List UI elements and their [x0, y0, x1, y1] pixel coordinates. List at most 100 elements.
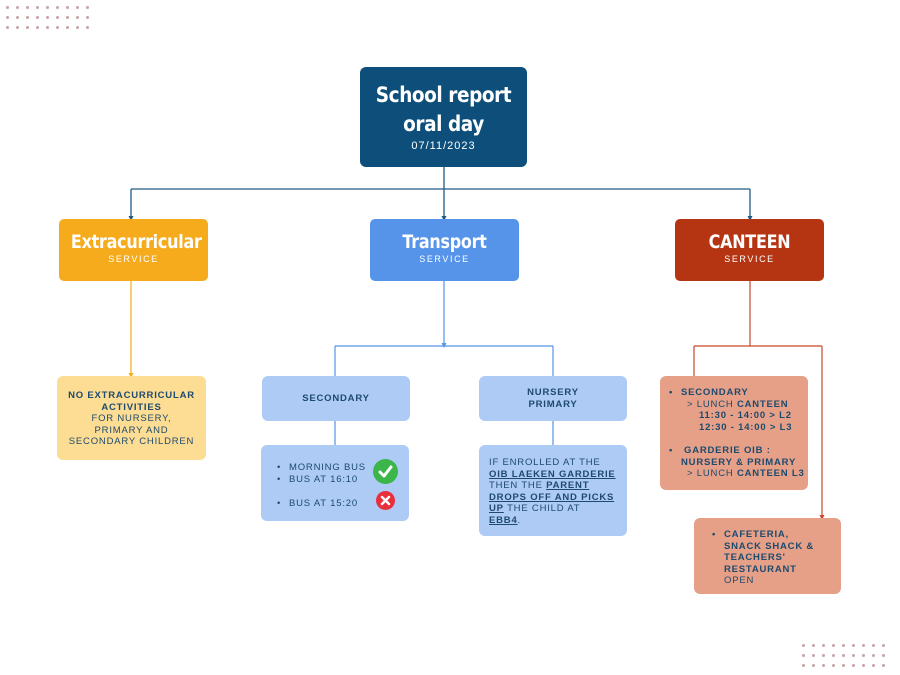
decorative-dot: [852, 664, 855, 667]
garderie-line-5b: THE CHILD AT: [503, 503, 581, 514]
title-line-1: School report: [375, 83, 512, 107]
decorative-dot: [812, 654, 815, 657]
canteen-slot-1: 11:30 - 14:00 > L2: [699, 410, 792, 421]
decorative-dot: [872, 664, 875, 667]
canteen-lunch2-canteen: CANTEEN L3: [736, 468, 805, 479]
decorative-dot: [6, 6, 9, 9]
canteen-subtitle: SERVICE: [724, 254, 775, 264]
decorative-dot: [66, 6, 69, 9]
extracurricular-text-1: NO EXTRACURRICULAR: [68, 390, 195, 401]
garderie-line-1: IF ENROLLED AT THE: [489, 457, 601, 468]
decorative-dot: [802, 664, 805, 667]
decorative-dots-top-left: [6, 6, 98, 36]
decorative-dot: [832, 664, 835, 667]
transport-secondary-card: SECONDARY: [262, 376, 410, 421]
canteen-secondary: SECONDARY: [667, 387, 808, 399]
transport-nursery-card: NURSERY PRIMARY: [479, 376, 627, 421]
cafeteria-line-5: OPEN: [724, 575, 755, 586]
decorative-dot: [882, 654, 885, 657]
garderie-line-3a: THEN THE: [489, 480, 547, 491]
extracurricular-text-5: SECONDARY CHILDREN: [68, 436, 195, 447]
decorative-dot: [76, 16, 79, 19]
extracurricular-text-4: PRIMARY AND: [94, 424, 169, 436]
bus-schedule-card: MORNING BUS BUS AT 16:10 BUS AT 15:20: [261, 445, 409, 521]
canteen-title: CANTEEN: [708, 231, 791, 253]
decorative-dot: [76, 6, 79, 9]
canteen-lunch2-prefix: > LUNCH: [687, 468, 737, 479]
canteen-garderie-nursery: NURSERY & PRIMARY: [681, 456, 797, 468]
canteen-service-box: CANTEEN SERVICE: [675, 219, 824, 281]
title-box: School report oral day 07/11/2023: [360, 67, 527, 167]
transport-service-box: Transport SERVICE: [370, 219, 519, 281]
decorative-dot: [812, 644, 815, 647]
decorative-dot: [832, 644, 835, 647]
decorative-dot: [36, 6, 39, 9]
decorative-dot: [56, 16, 59, 19]
canteen-info-card: SECONDARY > LUNCH CANTEEN 11:30 - 14:00 …: [660, 376, 808, 490]
decorative-dot: [56, 26, 59, 29]
decorative-dot: [842, 654, 845, 657]
extracurricular-title: Extracurricular: [70, 231, 202, 253]
decorative-dot: [802, 654, 805, 657]
garderie-line-6b: .: [517, 514, 521, 526]
title-date: 07/11/2023: [411, 140, 476, 152]
decorative-dot: [86, 16, 89, 19]
extracurricular-text-2: ACTIVITIES: [101, 401, 162, 413]
decorative-dot: [46, 16, 49, 19]
decorative-dot: [16, 26, 19, 29]
cross-icon: [376, 491, 395, 510]
bus-1520: BUS AT 15:20: [275, 498, 409, 510]
decorative-dot: [852, 654, 855, 657]
cafeteria-line-1: CAFETERIA,: [710, 529, 841, 541]
decorative-dot: [6, 16, 9, 19]
decorative-dot: [36, 16, 39, 19]
decorative-dot: [832, 654, 835, 657]
decorative-dot: [86, 26, 89, 29]
bus-morning: MORNING BUS: [275, 462, 409, 474]
transport-title: Transport: [402, 231, 487, 253]
decorative-dot: [822, 664, 825, 667]
decorative-dot: [862, 644, 865, 647]
transport-secondary-label: SECONDARY: [302, 393, 370, 404]
decorative-dot: [16, 6, 19, 9]
garderie-line-3b: PARENT: [546, 480, 590, 491]
canteen-slot-2: 12:30 - 14:00 > L3: [699, 421, 793, 433]
garderie-line-6a: EBB4: [489, 514, 518, 526]
decorative-dot: [822, 644, 825, 647]
decorative-dot: [56, 6, 59, 9]
check-icon: [373, 459, 398, 484]
decorative-dot: [26, 26, 29, 29]
decorative-dot: [822, 654, 825, 657]
decorative-dot: [66, 16, 69, 19]
canteen-garderie: GARDERIE OIB :: [667, 445, 808, 457]
decorative-dot: [852, 644, 855, 647]
decorative-dot: [46, 6, 49, 9]
decorative-dot: [26, 16, 29, 19]
decorative-dots-bottom-right: [802, 644, 897, 674]
cafeteria-line-3: TEACHERS': [724, 552, 786, 563]
decorative-dot: [862, 664, 865, 667]
title-line-2: oral day: [403, 112, 484, 136]
decorative-dot: [26, 6, 29, 9]
extracurricular-subtitle: SERVICE: [108, 254, 159, 264]
extracurricular-info-card: NO EXTRACURRICULAR ACTIVITIES FOR NURSER…: [57, 376, 206, 460]
cafeteria-line-4: RESTAURANT: [724, 563, 797, 575]
decorative-dot: [842, 644, 845, 647]
extracurricular-text-3: FOR NURSERY,: [91, 413, 172, 424]
decorative-dot: [36, 26, 39, 29]
garderie-line-2: OIB LAEKEN GARDERIE: [489, 468, 616, 480]
transport-primary-label: PRIMARY: [528, 398, 578, 410]
decorative-dot: [16, 16, 19, 19]
garderie-line-4: DROPS OFF AND PICKS: [489, 491, 615, 503]
canteen-lunch-prefix: > LUNCH: [687, 398, 737, 410]
cafeteria-info-card: CAFETERIA, SNACK SHACK & TEACHERS' RESTA…: [694, 518, 841, 594]
garderie-info-card: IF ENROLLED AT THE OIB LAEKEN GARDERIE T…: [479, 445, 627, 536]
transport-nursery-label: NURSERY: [527, 387, 579, 398]
decorative-dot: [66, 26, 69, 29]
decorative-dot: [802, 644, 805, 647]
decorative-dot: [76, 26, 79, 29]
garderie-line-5a: UP: [489, 503, 504, 514]
transport-subtitle: SERVICE: [419, 254, 470, 264]
decorative-dot: [6, 26, 9, 29]
